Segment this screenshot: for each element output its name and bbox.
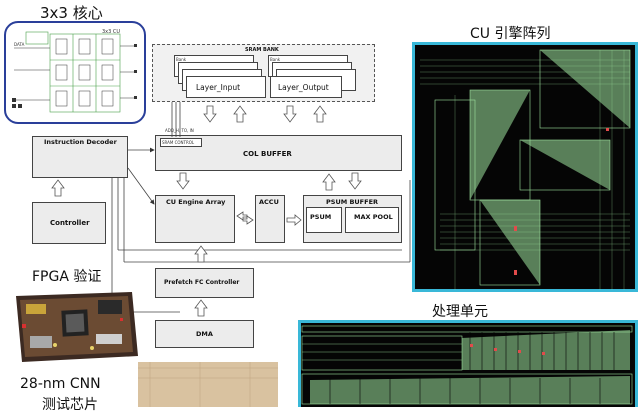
bank-tag: Bank [270,57,281,62]
layer-output-label: Layer_Output [278,83,329,92]
pe-title: 处理单元 [432,304,488,320]
sram-bank-label: SRAM BANK [245,47,279,53]
controller-block [32,202,106,244]
core-inset-heading: 3x3 CU [102,29,121,35]
accu-block [255,195,285,243]
max-pool-block [345,207,399,233]
core-title: 3x3 核心 [40,4,103,22]
layer-input-label: Layer_Input [196,83,241,92]
layer-output-block [270,76,342,98]
cu-engine-array-label: CU Engine Array [166,198,226,206]
psum-block [306,207,342,233]
psum-label: PSUM [310,213,332,221]
bank-tag: Bank [176,57,187,62]
accu-label: ACCU [259,198,279,206]
controller-label: Controller [50,219,90,227]
sram-control-label: SRAM CONTROL [162,140,195,145]
dma-label: DMA [196,330,213,338]
max-pool-label: MAX POOL [354,213,393,221]
core-pin-text: DATA [14,42,25,47]
chip-title-line1: 28-nm CNN [20,376,101,392]
core-inset-frame [4,21,146,124]
addr-signals-label: ADD_H, TO, IN [165,128,194,133]
psum-buffer-label: PSUM BUFFER [326,198,379,206]
fpga-title: FPGA 验证 [32,269,102,285]
dma-block [155,320,254,348]
layer-input-block [186,76,266,98]
sram-control-block [160,138,202,147]
instruction-decoder-block [32,136,128,178]
instruction-decoder-label: Instruction Decoder [44,138,117,146]
cu-array-title: CU 引擎阵列 [470,26,551,42]
cu-engine-array-block [155,195,235,243]
col-buffer-label: COL BUFFER [243,150,292,158]
prefetch-controller-block [155,268,254,298]
prefetch-controller-label: Prefetch FC Controller [164,279,240,286]
